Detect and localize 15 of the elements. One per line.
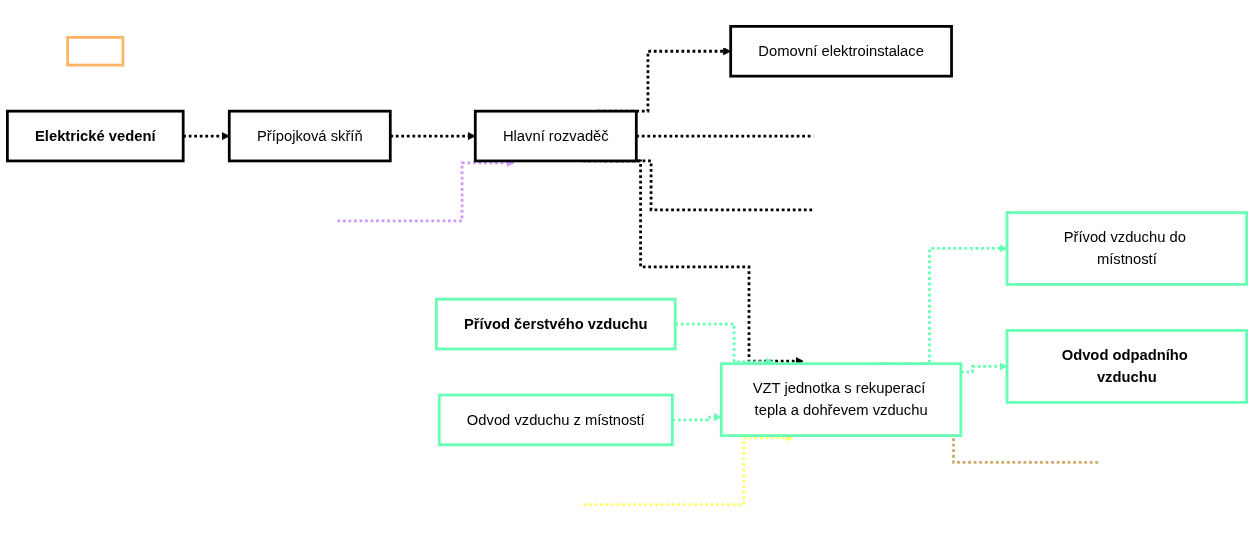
node-box: VZT jednotka s rekuperací tepla a dohřevem vzduchu bbox=[719, 362, 963, 437]
node-box: Hlavní rozvaděč bbox=[473, 109, 638, 163]
node-box bbox=[66, 36, 125, 67]
node-box: Přípojková skříň bbox=[227, 109, 392, 163]
arrow bbox=[960, 362, 1008, 374]
arrow bbox=[337, 158, 515, 223]
node-box: Přívod čerstvého vzduchu bbox=[435, 297, 677, 351]
node-box: Domovní elektroinstalace bbox=[729, 25, 953, 78]
node-box: Přívod vzduchu do místností bbox=[1005, 211, 1248, 286]
node-box: Odvod vzduchu z místností bbox=[437, 393, 674, 447]
arrow bbox=[672, 413, 722, 422]
arrow bbox=[183, 132, 230, 141]
node-box: Odvod odpadního vzduchu bbox=[1005, 329, 1248, 404]
arrow bbox=[390, 132, 476, 141]
node-box: Elektrické vedení bbox=[6, 109, 185, 163]
